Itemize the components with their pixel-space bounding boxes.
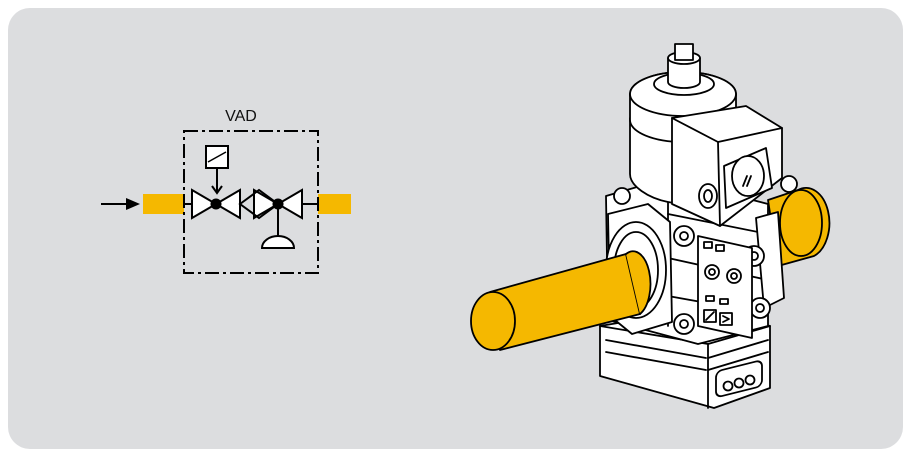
bolt-icon — [613, 187, 631, 205]
solenoid-housing — [629, 43, 783, 227]
inlet-pipe — [470, 250, 652, 351]
schematic-inlet-pipe — [143, 194, 184, 214]
regulator-body — [238, 188, 280, 220]
schematic-outlet-pipe — [318, 194, 351, 214]
connector-port-icon — [722, 380, 734, 392]
connector-port-icon — [733, 377, 745, 389]
bolt-icon — [673, 225, 695, 247]
schematic-housing — [183, 130, 319, 274]
control-module — [697, 235, 753, 339]
solenoid-icon — [205, 145, 229, 195]
solenoid-cap-icon — [667, 57, 701, 89]
schematic-label: VAD — [225, 108, 257, 125]
outlet-pipe — [767, 187, 831, 267]
diaphragm-icon — [260, 209, 296, 249]
bolt-icon — [749, 297, 771, 319]
valve-two-icon — [253, 188, 303, 220]
diagram-canvas: VAD — [101, 43, 831, 409]
diagram-panel: VAD — [8, 8, 903, 449]
inlet-arrow-icon — [101, 198, 140, 210]
vad-schematic: VAD — [101, 108, 351, 274]
valve-one-icon — [191, 188, 241, 220]
bolt-icon — [780, 175, 798, 193]
flow-indicator-icon — [719, 312, 733, 326]
valve-assembly-illustration — [470, 43, 831, 409]
bolt-icon — [673, 313, 695, 335]
connector-port-icon — [744, 374, 756, 386]
